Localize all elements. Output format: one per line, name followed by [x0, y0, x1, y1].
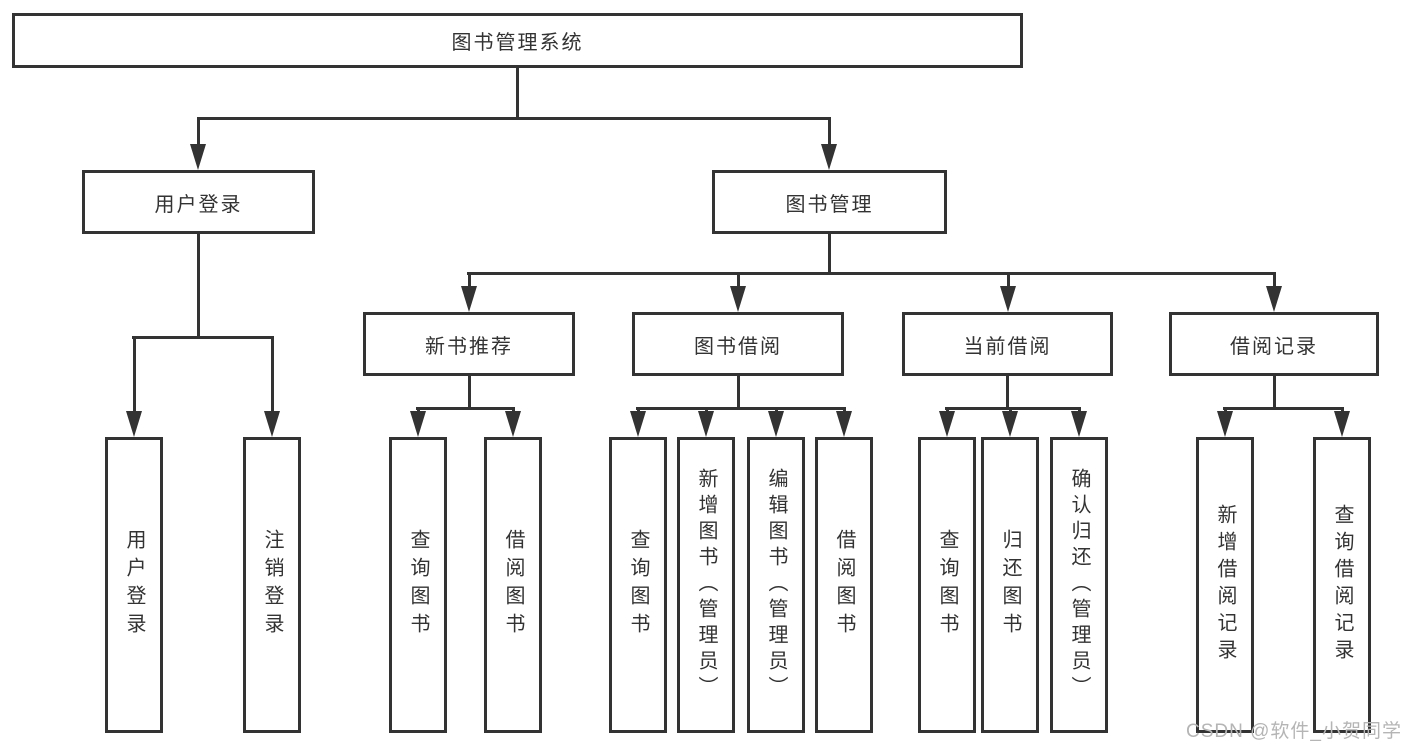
- arrow-down-icon: [836, 411, 852, 437]
- connector-book-mgmt-branch: [467, 272, 1276, 275]
- arrow-down-icon: [410, 411, 426, 437]
- connector-borrowing-branch: [636, 407, 846, 410]
- leaf-add-books-admin: 新增图书（管理员）: [677, 437, 735, 733]
- leaf-borrow-books-recommend: 借阅图书: [484, 437, 542, 733]
- arrow-down-icon: [1217, 411, 1233, 437]
- node-borrowing-records: 借阅记录: [1169, 312, 1379, 376]
- connector-arrow-recommend-stem: [468, 272, 471, 294]
- csdn-watermark: CSDN @软件_小贺同学: [1186, 721, 1402, 742]
- leaf-confirm-return-admin: 确认归还（管理员）: [1050, 437, 1108, 733]
- arrow-down-icon: [730, 286, 746, 312]
- leaf-query-books-current: 查询图书: [918, 437, 976, 733]
- leaf-borrow-books-borrowing: 借阅图书: [815, 437, 873, 733]
- connector-root-stem: [516, 68, 519, 120]
- arrow-down-icon: [1334, 411, 1350, 437]
- connector-user-login-stem: [197, 234, 200, 339]
- arrow-down-icon: [768, 411, 784, 437]
- arrow-down-icon: [505, 411, 521, 437]
- arrow-down-icon: [1000, 286, 1016, 312]
- connector-arrow-current-stem: [1007, 272, 1010, 294]
- arrow-down-icon: [264, 411, 280, 437]
- connector-book-mgmt-stem: [828, 234, 831, 275]
- arrow-down-icon: [190, 144, 206, 170]
- leaf-query-books-recommend: 查询图书: [389, 437, 447, 733]
- connector-current-stem: [1006, 376, 1009, 409]
- arrow-down-icon: [630, 411, 646, 437]
- leaf-user-login: 用户登录: [105, 437, 163, 733]
- node-user-login: 用户登录: [82, 170, 315, 234]
- connector-user-login-branch: [132, 336, 274, 339]
- arrow-down-icon: [126, 411, 142, 437]
- arrow-down-icon: [1266, 286, 1282, 312]
- connector-root-branch: [197, 117, 831, 120]
- connector-records-branch: [1223, 407, 1344, 410]
- node-new-book-recommendation: 新书推荐: [363, 312, 575, 376]
- leaf-return-books: 归还图书: [981, 437, 1039, 733]
- leaf-logout: 注销登录: [243, 437, 301, 733]
- arrow-down-icon: [698, 411, 714, 437]
- connector-recommend-branch: [416, 407, 515, 410]
- connector-arrow-borrowing-stem: [737, 272, 740, 294]
- node-library-management-system: 图书管理系统: [12, 13, 1023, 68]
- leaf-query-books-borrowing: 查询图书: [609, 437, 667, 733]
- connector-arrow-leaf-logout-stem: [271, 336, 274, 419]
- connector-recommend-stem: [468, 376, 471, 409]
- connector-borrowing-stem: [737, 376, 740, 409]
- arrow-down-icon: [461, 286, 477, 312]
- leaf-query-borrow-record: 查询借阅记录: [1313, 437, 1371, 733]
- leaf-edit-books-admin: 编辑图书（管理员）: [747, 437, 805, 733]
- arrow-down-icon: [939, 411, 955, 437]
- arrow-down-icon: [821, 144, 837, 170]
- arrow-down-icon: [1071, 411, 1087, 437]
- node-book-management: 图书管理: [712, 170, 947, 234]
- connector-records-stem: [1273, 376, 1276, 409]
- node-book-borrowing: 图书借阅: [632, 312, 844, 376]
- leaf-add-borrow-record: 新增借阅记录: [1196, 437, 1254, 733]
- connector-current-branch: [945, 407, 1081, 410]
- arrow-down-icon: [1002, 411, 1018, 437]
- node-current-borrowing: 当前借阅: [902, 312, 1113, 376]
- connector-arrow-leaf-login-stem: [133, 336, 136, 419]
- connector-arrow-book-mgmt-stem: [828, 117, 831, 150]
- connector-arrow-user-login-stem: [197, 117, 200, 150]
- connector-arrow-records-stem: [1273, 272, 1276, 294]
